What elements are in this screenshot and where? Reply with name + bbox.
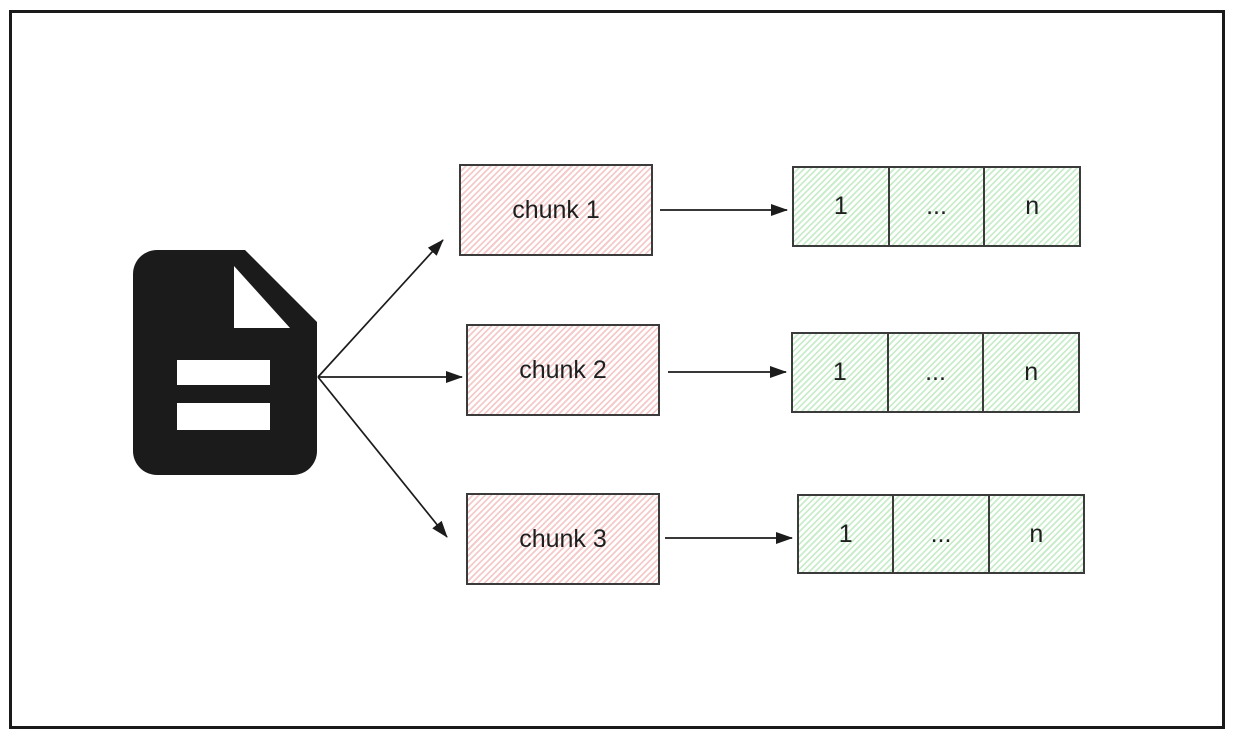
token-row-3: 1 ... n: [797, 494, 1085, 574]
chunk-label-3: chunk 3: [519, 524, 607, 553]
chunk-box-3: chunk 3: [466, 493, 660, 585]
token-row-2: 1 ... n: [791, 332, 1080, 413]
token-row-1: 1 ... n: [792, 166, 1081, 247]
token-cell: ...: [888, 334, 985, 411]
token-cell: 1: [794, 168, 890, 245]
chunk-label-1: chunk 1: [512, 195, 600, 224]
token-cell: n: [984, 334, 1079, 411]
document-icon: [133, 250, 317, 475]
token-cell: n: [985, 168, 1080, 245]
diagram-frame: [9, 10, 1225, 729]
chunk-box-2: chunk 2: [466, 324, 660, 416]
chunk-label-2: chunk 2: [519, 355, 607, 384]
token-cell: 1: [793, 334, 889, 411]
token-cell: n: [989, 496, 1083, 572]
token-cell: 1: [799, 496, 895, 572]
token-cell: ...: [894, 496, 990, 572]
token-cell: ...: [889, 168, 986, 245]
chunk-box-1: chunk 1: [459, 164, 653, 256]
